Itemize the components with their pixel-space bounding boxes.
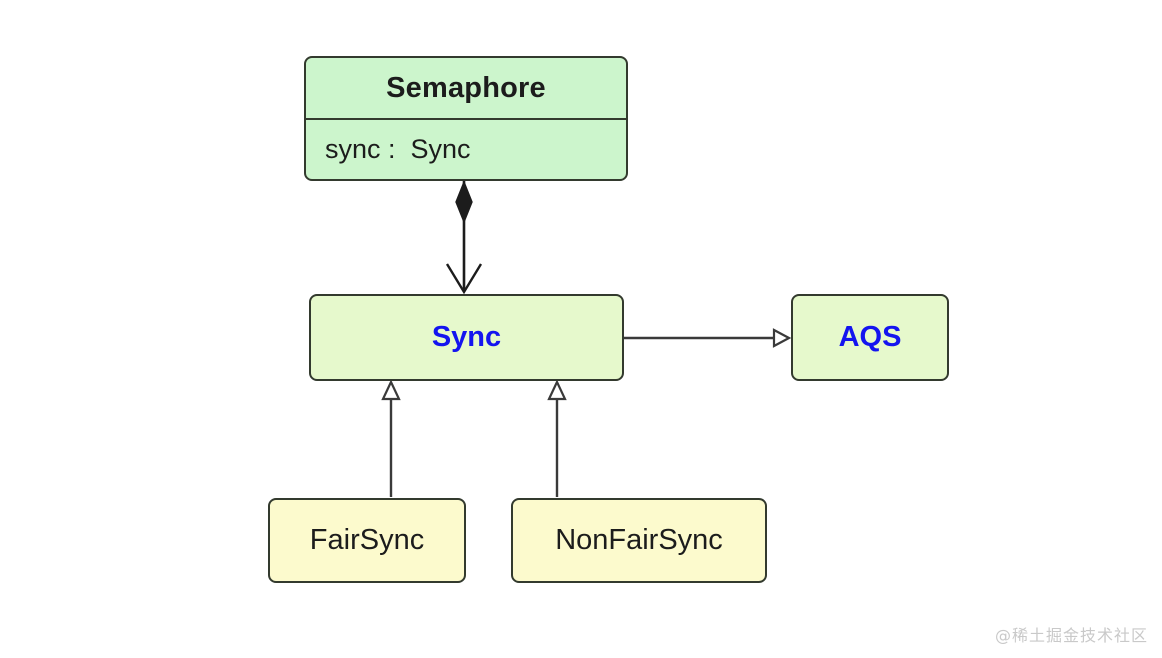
edge-semaphore-sync[interactable] — [445, 180, 483, 295]
class-attributes-compartment: sync : Sync — [306, 120, 626, 179]
watermark-text: @稀土掘金技术社区 — [994, 626, 1148, 645]
filled-diamond-marker — [455, 180, 473, 224]
class-node-sync[interactable]: Sync — [309, 294, 624, 381]
class-node-semaphore[interactable]: Semaphore sync : Sync — [304, 56, 628, 181]
class-name-compartment: Sync — [311, 296, 622, 379]
class-node-aqs[interactable]: AQS — [791, 294, 949, 381]
class-name-compartment: Semaphore — [306, 58, 626, 120]
class-name-compartment: NonFairSync — [513, 500, 765, 581]
class-title-fairsync: FairSync — [309, 524, 425, 556]
class-node-nonfairsync[interactable]: NonFairSync — [511, 498, 767, 583]
class-node-fairsync[interactable]: FairSync — [268, 498, 466, 583]
class-title-aqs: AQS — [838, 321, 902, 353]
open-arrow-marker — [445, 263, 483, 295]
class-title-nonfairsync: NonFairSync — [555, 524, 723, 556]
class-name-compartment: FairSync — [270, 500, 464, 581]
edge-nonfairsync-sync[interactable] — [547, 379, 567, 497]
edge-sync-aqs[interactable] — [624, 328, 792, 348]
hollow-triangle-marker — [381, 379, 401, 401]
class-title-semaphore: Semaphore — [386, 71, 546, 104]
class-name-compartment: AQS — [793, 296, 947, 379]
class-attribute-sync: sync : Sync — [325, 134, 471, 164]
hollow-triangle-marker — [772, 328, 792, 348]
hollow-triangle-marker — [547, 379, 567, 401]
edge-fairsync-sync[interactable] — [381, 379, 401, 497]
class-title-sync: Sync — [431, 321, 502, 353]
